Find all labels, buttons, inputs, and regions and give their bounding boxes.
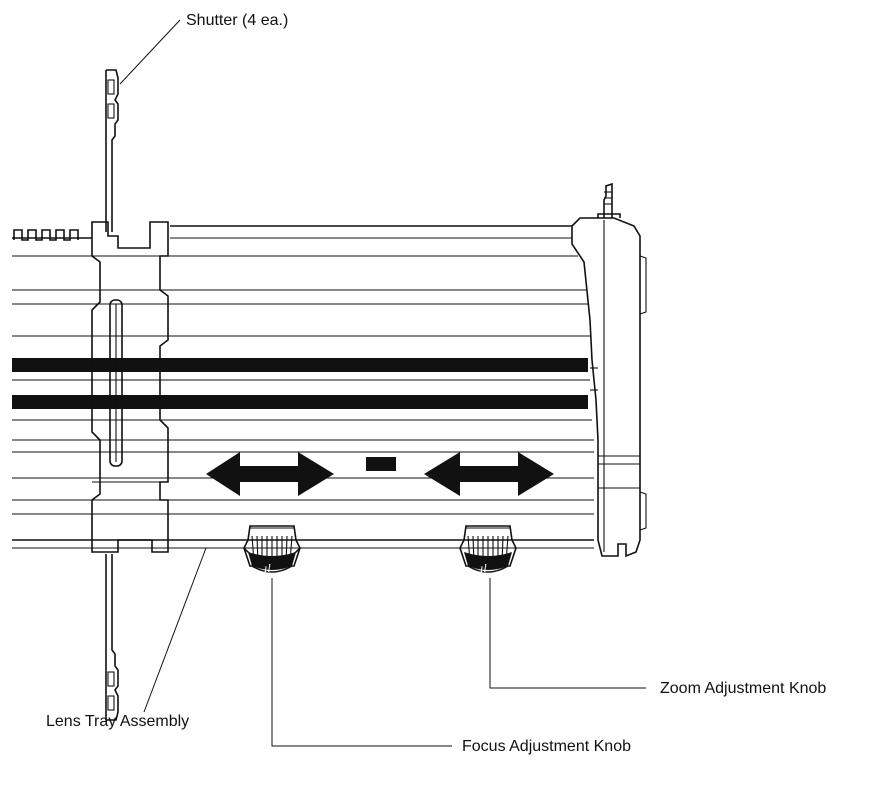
shutter-leader-line: [119, 19, 181, 85]
shutter-collar: [91, 221, 169, 553]
focus-travel-arrow: [206, 452, 334, 496]
zoom-travel-arrow: [424, 452, 554, 496]
focus-leader-line: [271, 578, 452, 747]
lens-barrel: [12, 225, 594, 549]
center-slot: [366, 457, 396, 471]
svg-text:ıl: ıl: [264, 561, 271, 575]
shutter-blades: [105, 69, 119, 721]
lens-tray-leader-line: [143, 547, 207, 713]
front-cap: [571, 182, 647, 558]
focus-knob-label: Focus Adjustment Knob: [462, 738, 631, 755]
zoom-knob: ıl: [459, 525, 517, 575]
shutter-label: Shutter (4 ea.): [186, 12, 288, 29]
focus-knob: ıl: [243, 525, 301, 575]
svg-text:ıl: ıl: [480, 561, 487, 575]
zoom-leader-line: [489, 578, 646, 689]
zoom-knob-label: Zoom Adjustment Knob: [660, 680, 826, 697]
lens-tray-label: Lens Tray Assembly: [46, 713, 189, 730]
